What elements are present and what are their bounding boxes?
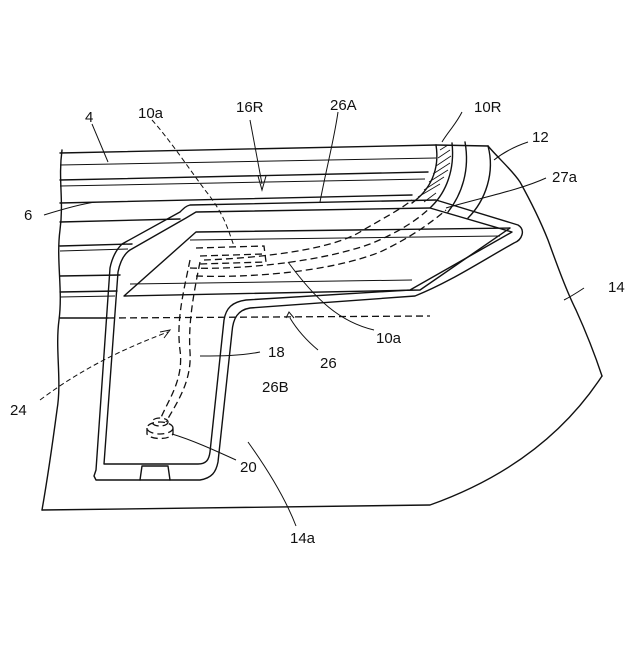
panel-bottom-edge <box>42 376 602 510</box>
label-16R: 16R <box>236 99 264 116</box>
label-20: 20 <box>240 459 257 476</box>
panel-left-edge <box>42 150 62 510</box>
label-10a-mid: 10a <box>376 330 402 347</box>
panel-right-edge <box>488 146 602 376</box>
label-27a: 27a <box>552 169 578 186</box>
label-24: 24 <box>10 402 27 419</box>
label-4: 4 <box>85 109 93 126</box>
armrest-notch <box>140 466 170 480</box>
label-14: 14 <box>608 279 625 296</box>
label-26A: 26A <box>330 97 357 114</box>
label-12: 12 <box>532 129 549 146</box>
label-26: 26 <box>320 355 337 372</box>
label-26B: 26B <box>262 379 289 396</box>
label-10R: 10R <box>474 99 502 116</box>
label-18: 18 <box>268 344 285 361</box>
armrest-outer <box>94 200 522 480</box>
label-14a: 14a <box>290 530 316 547</box>
label-6: 6 <box>24 207 32 224</box>
label-10a-top: 10a <box>138 105 164 122</box>
connector-20 <box>147 418 173 439</box>
